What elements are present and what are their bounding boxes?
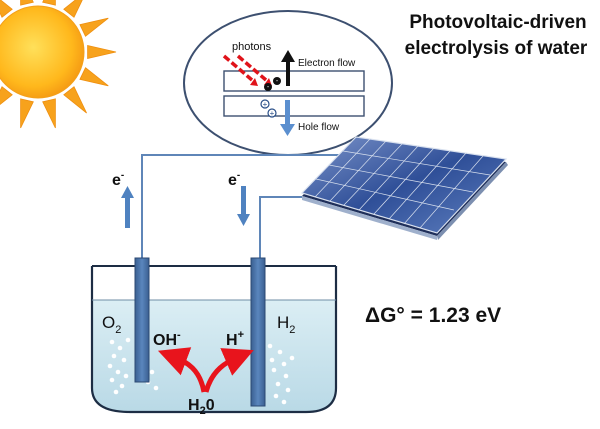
title-line1: Photovoltaic-driven <box>409 12 586 33</box>
hole-symbol: + <box>263 100 268 109</box>
gas-bubble <box>281 361 287 367</box>
gas-bubble <box>111 353 117 359</box>
gas-bubble <box>149 369 155 375</box>
gas-bubble <box>119 383 125 389</box>
electron-up-arrow <box>121 186 134 228</box>
sun-ray <box>79 67 109 87</box>
sun-ray <box>63 0 83 18</box>
sun-icon <box>0 0 117 129</box>
hole-flow-arrow <box>280 100 295 136</box>
photons-label: photons <box>232 41 272 53</box>
sun-ray <box>63 86 87 114</box>
conduction-band <box>223 70 365 92</box>
sun-ray <box>87 44 117 60</box>
sun-ray <box>0 86 13 106</box>
o2-label: O2 <box>102 313 121 336</box>
inset-band-diagram: photons Electron flow - - + + <box>183 10 393 156</box>
gas-bubbles <box>107 337 295 405</box>
reaction-arrows <box>157 347 254 393</box>
hydroxide-label: OH- <box>153 329 181 349</box>
solar-panel-icon <box>300 136 508 240</box>
gas-bubble <box>289 355 295 361</box>
gas-bubble <box>271 367 277 373</box>
gas-bubble <box>281 399 287 405</box>
anode-electrode <box>134 257 150 383</box>
gas-bubble <box>117 345 123 351</box>
sun-ray <box>79 17 109 37</box>
proton-label: H+ <box>226 329 244 349</box>
electron-label-right: e- <box>228 170 240 189</box>
sun-ray <box>20 98 34 129</box>
electron-symbol: - <box>276 78 279 85</box>
electrolyte <box>92 300 336 412</box>
gas-bubble <box>123 373 129 379</box>
gas-bubble <box>267 343 273 349</box>
gas-bubble <box>109 377 115 383</box>
electron-symbol: - <box>267 84 270 91</box>
electron-flow-arrow <box>281 50 295 86</box>
gas-bubble <box>273 393 279 399</box>
electron-flow-label: Electron flow <box>298 58 356 69</box>
gas-bubble <box>125 337 131 343</box>
gas-bubble <box>121 357 127 363</box>
sun-ray <box>42 98 56 129</box>
water-label: H20 <box>188 397 215 417</box>
gas-bubble <box>283 373 289 379</box>
gas-bubble <box>269 357 275 363</box>
electron-symbols: - - <box>264 77 281 91</box>
gas-bubble <box>107 363 113 369</box>
hole-symbol: + <box>270 109 275 118</box>
electron-down-arrow <box>237 186 250 226</box>
gas-bubble <box>115 369 121 375</box>
title-line2: electrolysis of water <box>405 38 588 59</box>
hole-symbols: + + <box>260 99 277 118</box>
h2-label: H2 <box>277 313 295 336</box>
gas-bubble <box>275 381 281 387</box>
gas-bubble <box>109 339 115 345</box>
gas-bubble <box>285 387 291 393</box>
gas-bubble <box>153 385 159 391</box>
gas-bubble <box>277 349 283 355</box>
sun-ray <box>20 0 34 6</box>
cathode-electrode <box>250 257 266 407</box>
electron-label-left: e- <box>112 170 124 189</box>
gas-bubble <box>113 389 119 395</box>
valence-band <box>223 95 365 117</box>
sun-ray <box>42 0 56 6</box>
sun-ray <box>0 0 13 18</box>
gibbs-energy-equation: ΔG° = 1.23 eV <box>365 304 501 327</box>
hole-flow-label: Hole flow <box>298 122 340 133</box>
electrolysis-beaker <box>90 265 338 414</box>
